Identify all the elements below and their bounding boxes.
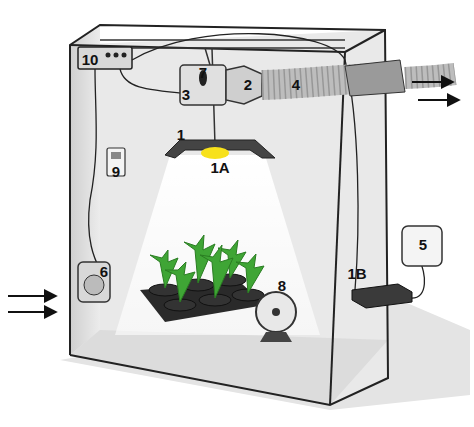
- callout-number: 1A: [210, 160, 229, 175]
- wires: [89, 34, 425, 298]
- callout-number: 1B: [347, 266, 366, 281]
- light-beam: [115, 155, 320, 335]
- callout-number: 2: [244, 77, 252, 92]
- callout-number: 7: [199, 65, 207, 80]
- callout-number: 10: [82, 52, 99, 67]
- timer: [402, 226, 442, 266]
- ballast: [352, 284, 412, 308]
- callout-number: 1: [177, 127, 185, 142]
- tent-floor: [70, 330, 388, 405]
- tent-interior: [70, 30, 388, 405]
- callout-number: 8: [278, 278, 286, 293]
- inline-fan: [226, 66, 262, 104]
- callout-number: 6: [100, 264, 108, 279]
- bulb: [201, 147, 229, 159]
- reflector: [165, 140, 275, 158]
- tent-frame: [70, 25, 388, 405]
- controller-box: [78, 47, 132, 69]
- plants: [150, 235, 264, 302]
- callout-number: 5: [419, 237, 427, 252]
- duct-port: [345, 60, 405, 96]
- airflow-arrow: [8, 82, 458, 312]
- callout-number: 3: [182, 87, 190, 102]
- callout-number: 9: [112, 164, 120, 179]
- tent-left-wall: [70, 25, 100, 355]
- intake-fan: [78, 262, 110, 302]
- oscillating-fan: [256, 292, 296, 332]
- callout-number: 4: [292, 77, 300, 92]
- carbon-filter: [180, 65, 226, 105]
